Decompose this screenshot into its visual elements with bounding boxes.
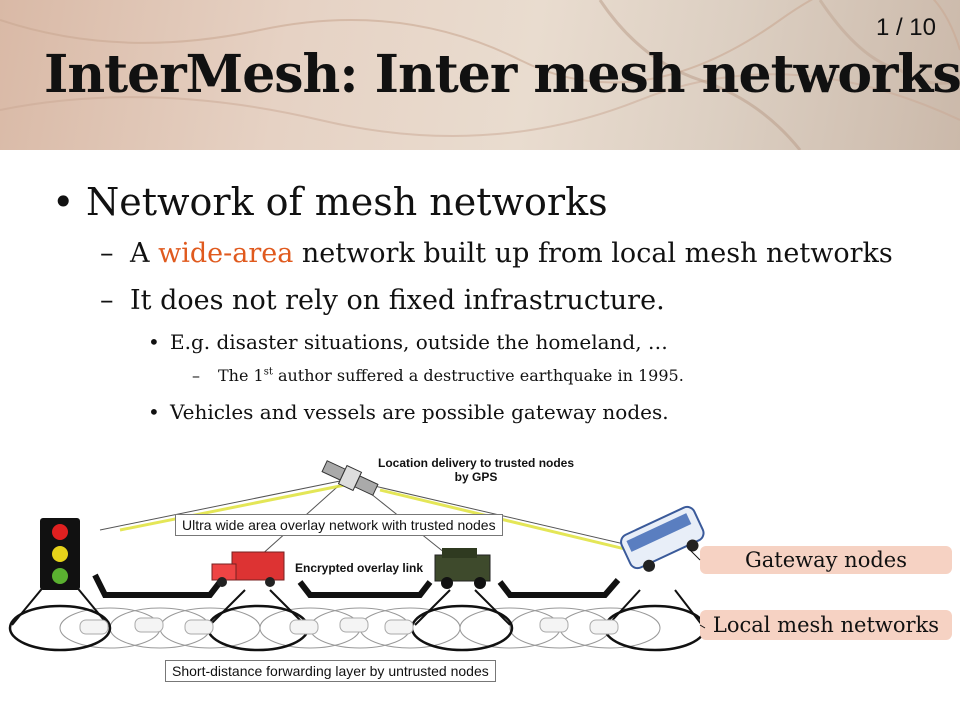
dash-icon: – — [192, 366, 200, 385]
encrypted-link-label: Encrypted overlay link — [295, 561, 424, 575]
local-mesh-networks-tag: Local mesh networks — [700, 610, 952, 640]
dash-icon: – — [100, 285, 114, 316]
forwarding-layer-label: Short-distance forwarding layer by untru… — [165, 660, 496, 682]
header-banner: InterMesh: Inter mesh networks 1 / 10 — [0, 0, 960, 150]
bullet-dot-icon: • — [52, 180, 75, 224]
bullet-level2-infrastructure: –It does not rely on fixed infrastructur… — [100, 285, 665, 316]
dash-icon: – — [100, 238, 114, 269]
fire-truck-icon — [211, 551, 285, 587]
bullet-dot-icon: • — [148, 330, 160, 354]
satellite-icon — [321, 460, 379, 496]
slide-title: InterMesh: Inter mesh networks — [44, 44, 960, 105]
gateway-nodes-tag: Gateway nodes — [700, 546, 952, 574]
bus-icon — [620, 505, 705, 572]
overlay-network-label: Ultra wide area overlay network with tru… — [175, 514, 503, 536]
page-number: 1 / 10 — [875, 14, 936, 41]
military-vehicle-icon — [434, 548, 491, 589]
map-background — [0, 0, 960, 150]
bullet-level3-examples: •E.g. disaster situations, outside the h… — [148, 330, 668, 354]
bullet-level1: •Network of mesh networks — [52, 180, 608, 224]
network-diagram: Location delivery to trusted nodes by GP… — [0, 440, 960, 720]
gps-label: Location delivery to trusted nodes by GP… — [378, 456, 575, 484]
bullet-level4-earthquake: –The 1st author suffered a destructive e… — [192, 366, 684, 385]
traffic-light-icon — [40, 518, 80, 590]
accent-text: wide-area — [158, 238, 294, 269]
diagram-graphics — [8, 460, 707, 652]
bullet-level2-wide-area: –A wide-area network built up from local… — [100, 238, 893, 269]
bullet-dot-icon: • — [148, 400, 160, 424]
bullet-level3-vehicles: •Vehicles and vessels are possible gatew… — [148, 400, 669, 424]
